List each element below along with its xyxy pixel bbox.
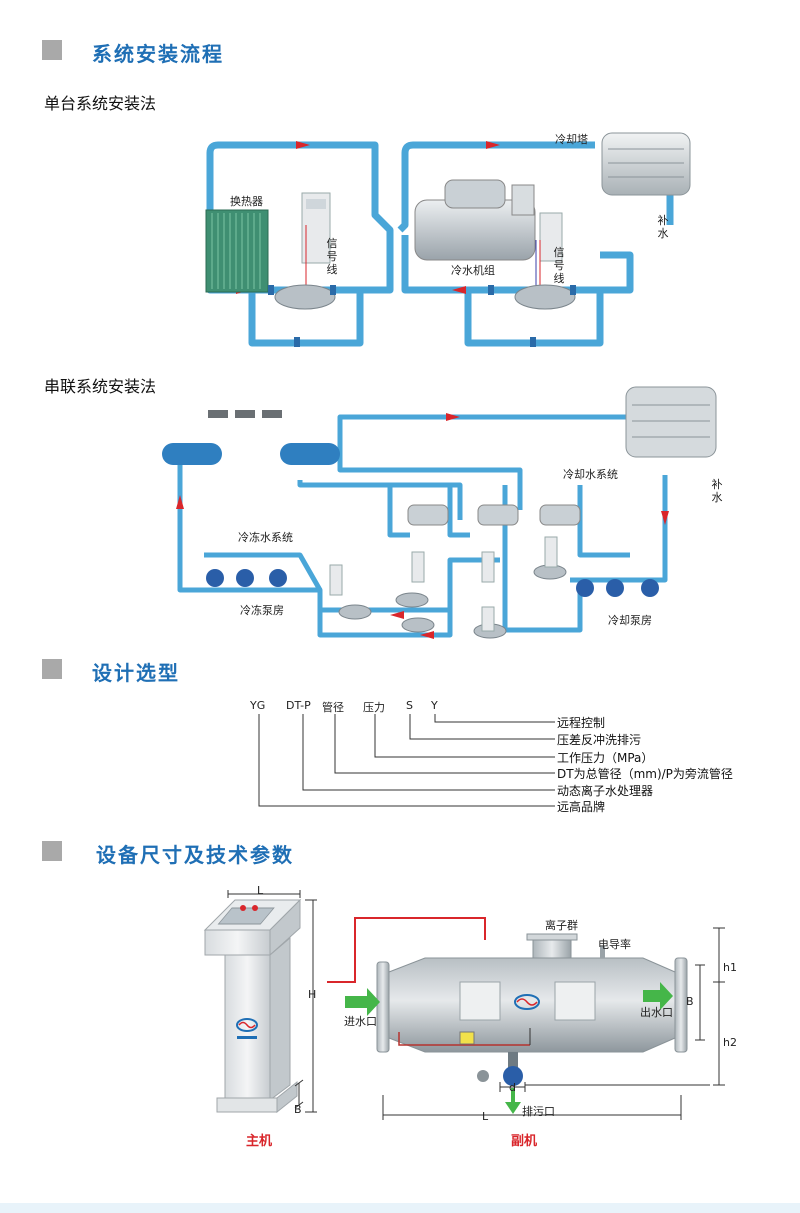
label-makeup-water: 补水 [657,214,669,240]
sub-dim-B: B [686,995,694,1008]
code-s: S [406,699,413,712]
code-pipe-diameter: 管径 [322,701,344,714]
desc-remote-control: 远程控制 [557,716,606,730]
label-cooling-pump-room: 冷却泵房 [608,614,652,627]
label-chilled-water-system: 冷冻水系统 [238,531,293,544]
label-conductivity: 电导率 [598,938,631,951]
label-series-makeup-water: 补水 [711,478,723,504]
main-dim-L: L [257,884,264,897]
desc-pipe-diameter: DT为总管径（mm)/P为旁流管径 [557,767,733,781]
section-marker [42,40,62,60]
cooling-tower [601,132,691,196]
label-signal-line-2: 信号线 [553,246,565,285]
desc-working-pressure: 工作压力（MPa） [557,751,654,765]
desc-backwash: 压差反冲洗排污 [557,733,642,747]
sub-dim-h2: h2 [723,1036,737,1049]
label-cooling-water-system: 冷却水系统 [563,468,618,481]
section-title-dimensions: 设备尺寸及技术参数 [96,843,294,867]
section-title-install-flow: 系统安装流程 [92,42,224,66]
manifold-right [280,443,340,465]
caption-sub-unit: 副机 [511,1134,538,1149]
label-cooling-tower: 冷却塔 [555,133,588,146]
label-chiller-unit: 冷水机组 [451,264,495,277]
label-outlet: 出水口 [640,1006,673,1019]
label-drain: 排污口 [522,1105,555,1118]
series-cooling-tower [625,386,717,458]
code-y: Y [431,699,438,712]
desc-brand: 远高品牌 [557,800,606,814]
section-marker [42,659,62,679]
single-system-diagram [205,132,691,347]
desc-processor: 动态离子水处理器 [557,784,654,798]
label-inlet: 进水口 [344,1015,377,1028]
caption-main-unit: 主机 [246,1134,273,1149]
model-code-leader-lines [258,714,555,807]
sub-dim-d: d [509,1081,516,1094]
label-chilled-pump-room: 冷冻泵房 [240,604,284,617]
footer-band [0,1203,800,1213]
main-unit-drawing [203,890,317,1114]
heat-exchanger [205,209,269,293]
subtitle-series-system: 串联系统安装法 [44,377,157,396]
series-system-diagram [162,386,717,639]
label-signal-line-1: 信号线 [326,237,338,276]
sub-dim-h1: h1 [723,961,737,974]
code-brand: YG [250,699,266,712]
subtitle-single-system: 单台系统安装法 [44,94,157,113]
main-dim-B: B [294,1103,302,1116]
label-ion-group: 离子群 [545,919,578,932]
label-heat-exchanger: 换热器 [230,195,263,208]
section-marker [42,841,62,861]
code-dt-p: DT-P [286,699,311,712]
sub-dim-L: L [482,1110,489,1123]
section-title-design-selection: 设计选型 [92,661,180,685]
code-pressure: 压力 [363,701,385,714]
main-dim-H: H [308,988,317,1001]
sub-unit-drawing [327,917,725,1120]
manifold-left [162,443,222,465]
